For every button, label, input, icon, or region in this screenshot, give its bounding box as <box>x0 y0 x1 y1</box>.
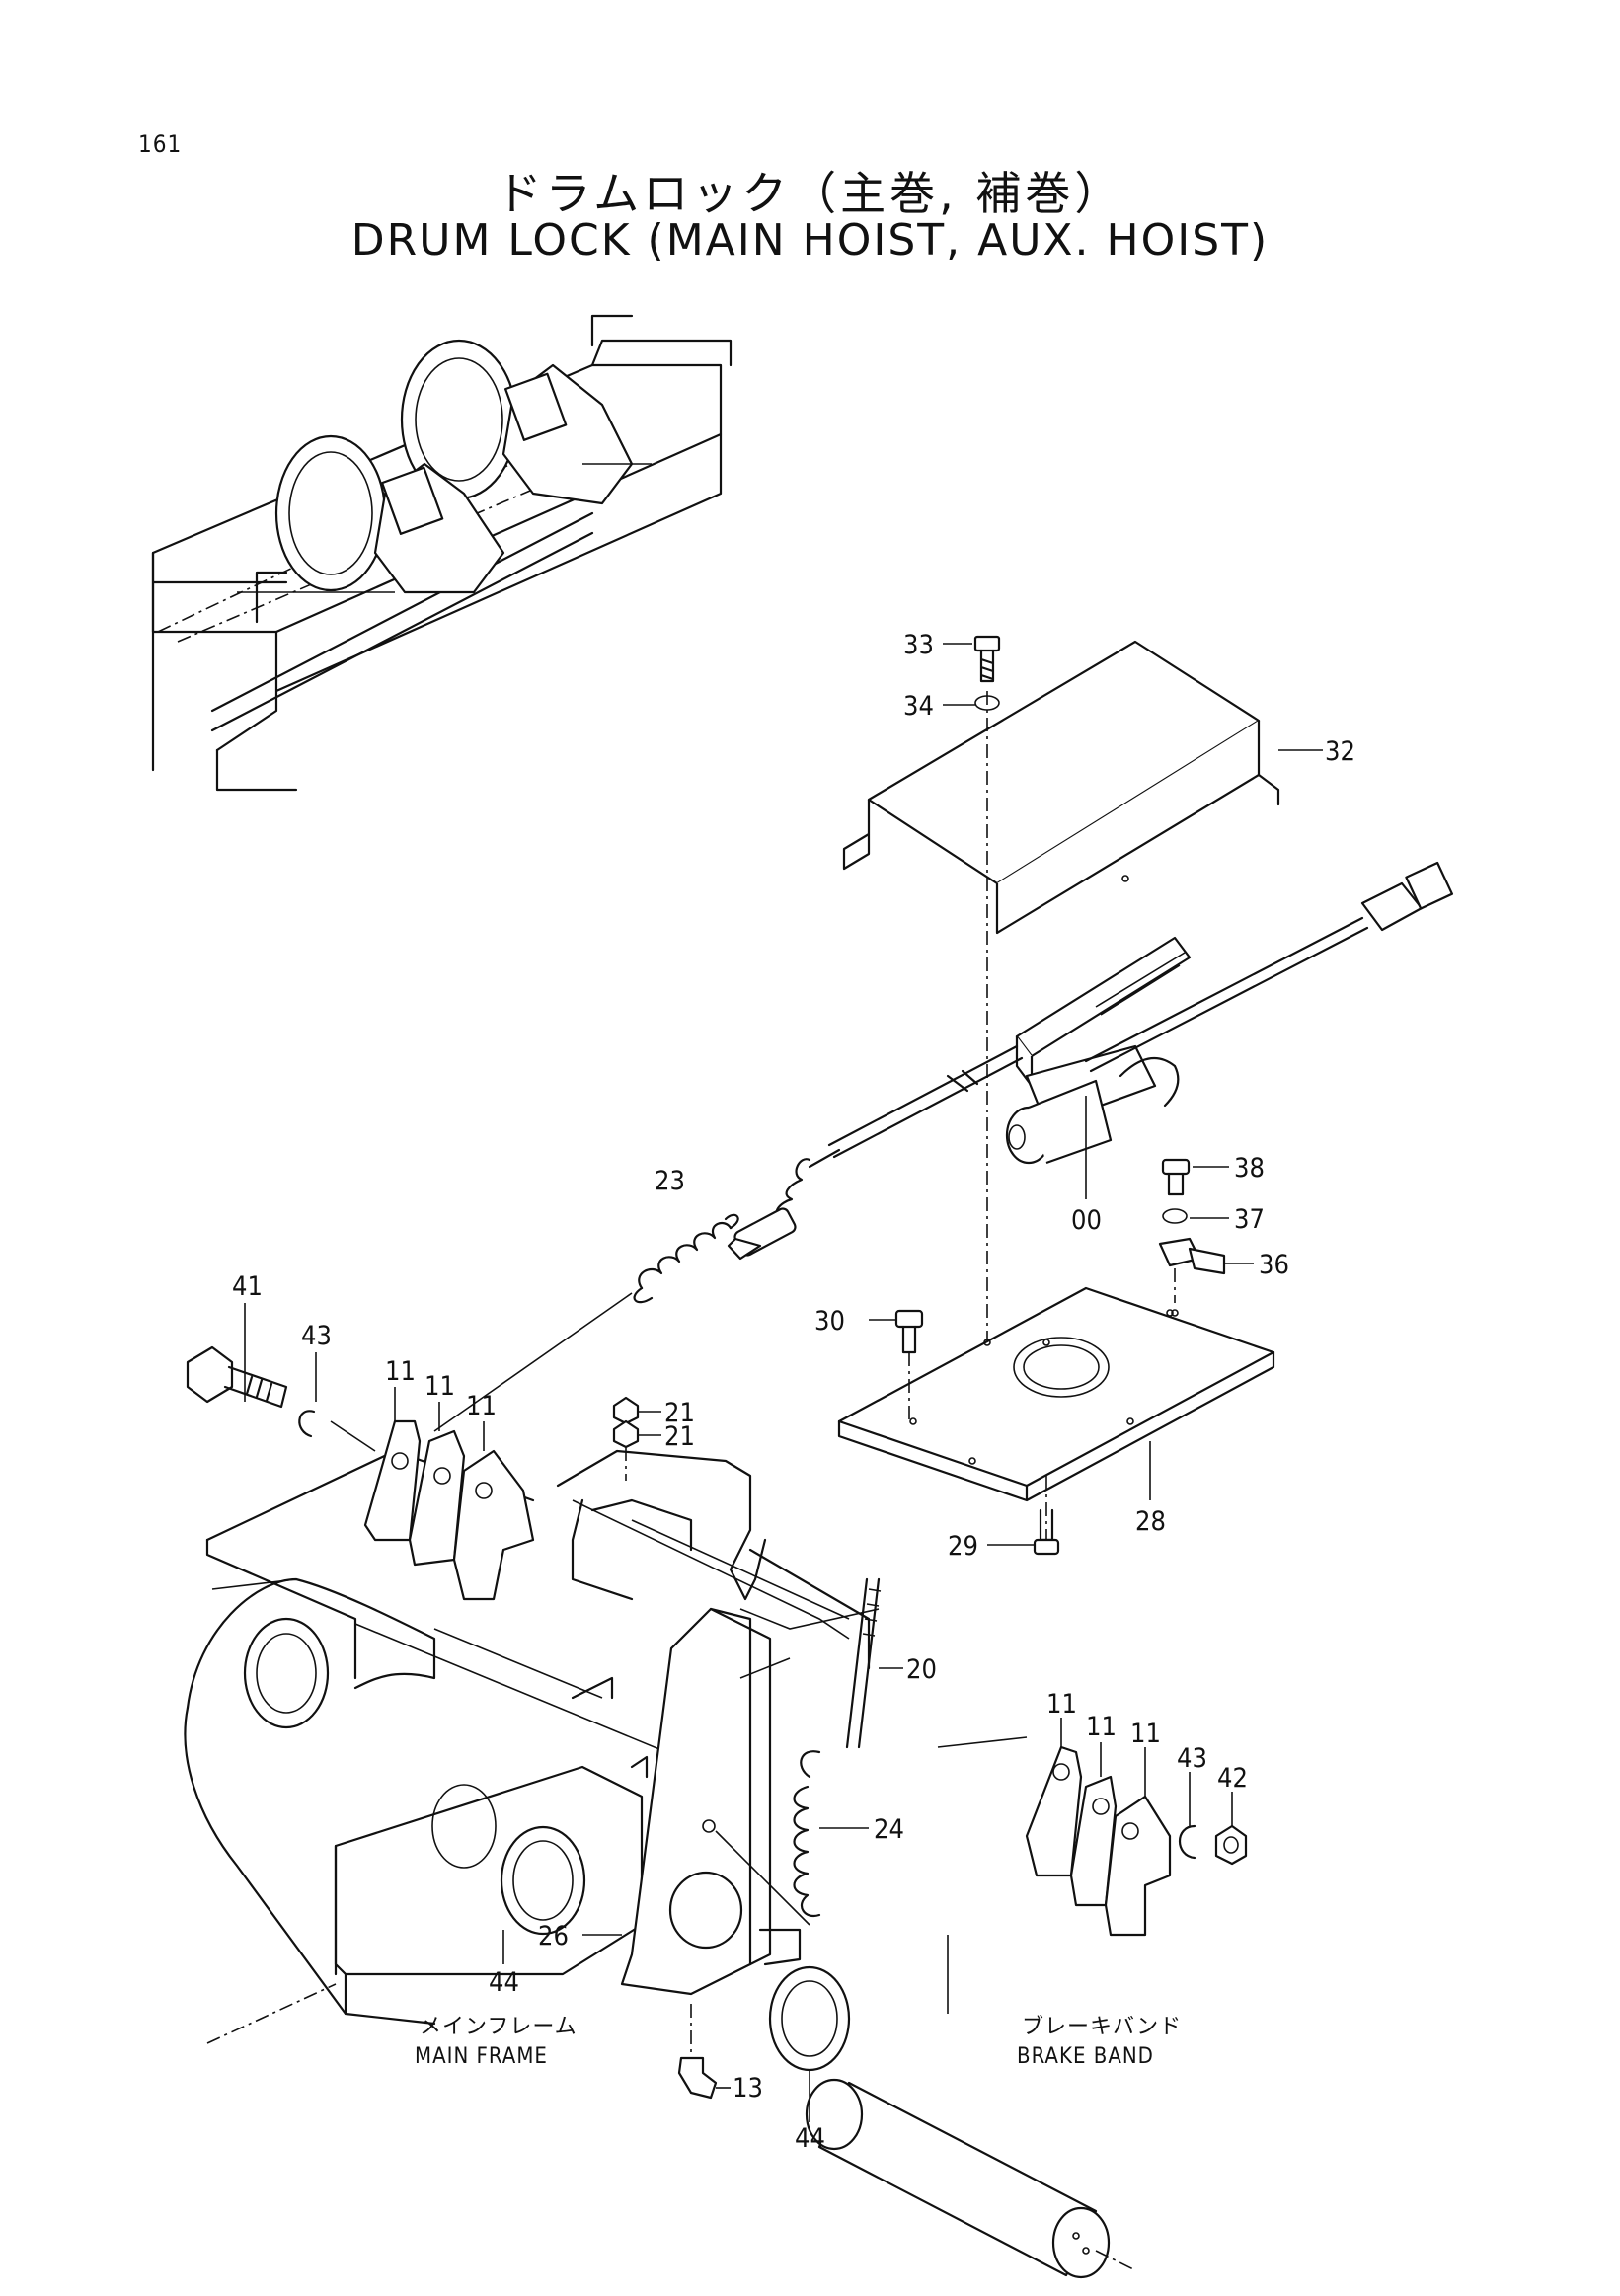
page-number: 161 <box>138 130 183 158</box>
part-42-nut <box>1214 1824 1248 1866</box>
label-part-11-c: 11 <box>466 1391 497 1421</box>
label-part-20: 20 <box>906 1654 937 1685</box>
caption-brake-band-jp: ブレーキバンド <box>1022 2015 1182 2039</box>
caption-main-frame-jp: メインフレーム <box>420 2015 578 2039</box>
part-21-nut-upper <box>612 1396 640 1425</box>
label-part-32: 32 <box>1325 736 1355 767</box>
part-43-snap-ring <box>298 1410 376 1452</box>
label-part-23: 23 <box>655 1166 685 1196</box>
label-part-30: 30 <box>814 1306 845 1337</box>
label-part-11-f: 11 <box>1130 1719 1161 1749</box>
part-43-snap-ring-right <box>1179 1824 1196 1860</box>
label-part-21-upper: 21 <box>664 1398 695 1428</box>
part-24-spring <box>715 1750 821 1926</box>
label-part-34: 34 <box>903 691 934 722</box>
part-28-base-plate <box>837 1286 1275 1502</box>
label-part-38: 38 <box>1234 1153 1265 1184</box>
label-part-41: 41 <box>232 1271 263 1302</box>
part-38-bolt <box>1161 1158 1191 1196</box>
label-part-00: 00 <box>1071 1205 1102 1236</box>
part-20-rod <box>845 1577 882 1749</box>
part-37-washer <box>1162 1208 1188 1224</box>
label-part-33: 33 <box>903 630 934 660</box>
label-part-24: 24 <box>874 1814 904 1845</box>
part-32-cover <box>842 640 1280 935</box>
part-21-nut-lower <box>612 1419 640 1481</box>
part-23-spring <box>433 1213 739 1432</box>
title-english: DRUM LOCK (MAIN HOIST, AUX. HOIST) <box>350 215 1270 266</box>
part-34-lock-washer <box>974 695 1000 711</box>
part-44-washer-right <box>768 1965 851 2072</box>
label-part-26: 26 <box>538 1921 569 1952</box>
label-part-11-b: 11 <box>424 1371 455 1402</box>
label-part-11-d: 11 <box>1046 1689 1077 1720</box>
label-part-43-right: 43 <box>1177 1743 1207 1774</box>
part-11-plates-lower <box>937 1736 1172 2014</box>
caption-brake-band-en: BRAKE BAND <box>1017 2044 1154 2069</box>
label-part-28: 28 <box>1135 1506 1166 1537</box>
part-41-bolt <box>186 1345 288 1409</box>
part-number-labels: 33 34 32 23 38 37 36 00 41 43 30 11 11 1… <box>232 630 1355 2154</box>
label-part-43-left: 43 <box>301 1321 332 1351</box>
label-part-13: 13 <box>733 2073 763 2104</box>
overview-winch-assembly <box>151 314 733 792</box>
part-33-bolt <box>973 635 1001 683</box>
part-26-lever <box>620 1607 802 1996</box>
part-30-bolt <box>894 1309 924 1421</box>
title-japanese: ドラムロック（主巻, 補巻） <box>496 167 1124 220</box>
part-11-plates-upper <box>363 1419 535 1601</box>
part-36-bracket <box>1158 1237 1226 1303</box>
caption-main-frame-en: MAIN FRAME <box>415 2044 548 2069</box>
captions: メインフレーム MAIN FRAME ブレーキバンド BRAKE BAND <box>415 2015 1182 2069</box>
label-part-21-lower: 21 <box>664 1421 695 1452</box>
label-part-11-e: 11 <box>1086 1712 1117 1742</box>
label-part-44-left: 44 <box>489 1967 519 1998</box>
part-13-grease-fitting <box>677 2004 718 2100</box>
label-part-37: 37 <box>1234 1204 1265 1235</box>
label-part-42: 42 <box>1217 1763 1248 1794</box>
label-part-36: 36 <box>1259 1250 1289 1280</box>
brake-band-drum <box>805 2078 1136 2279</box>
label-part-29: 29 <box>948 1531 978 1562</box>
label-part-11-a: 11 <box>385 1356 416 1387</box>
part-44-washer-left <box>500 1825 586 1936</box>
part-29-bolt <box>1033 1508 1060 1556</box>
label-part-44-right: 44 <box>795 2123 825 2154</box>
part-00-actuator-motor <box>727 861 1454 1261</box>
leader-lines <box>244 643 1323 2122</box>
